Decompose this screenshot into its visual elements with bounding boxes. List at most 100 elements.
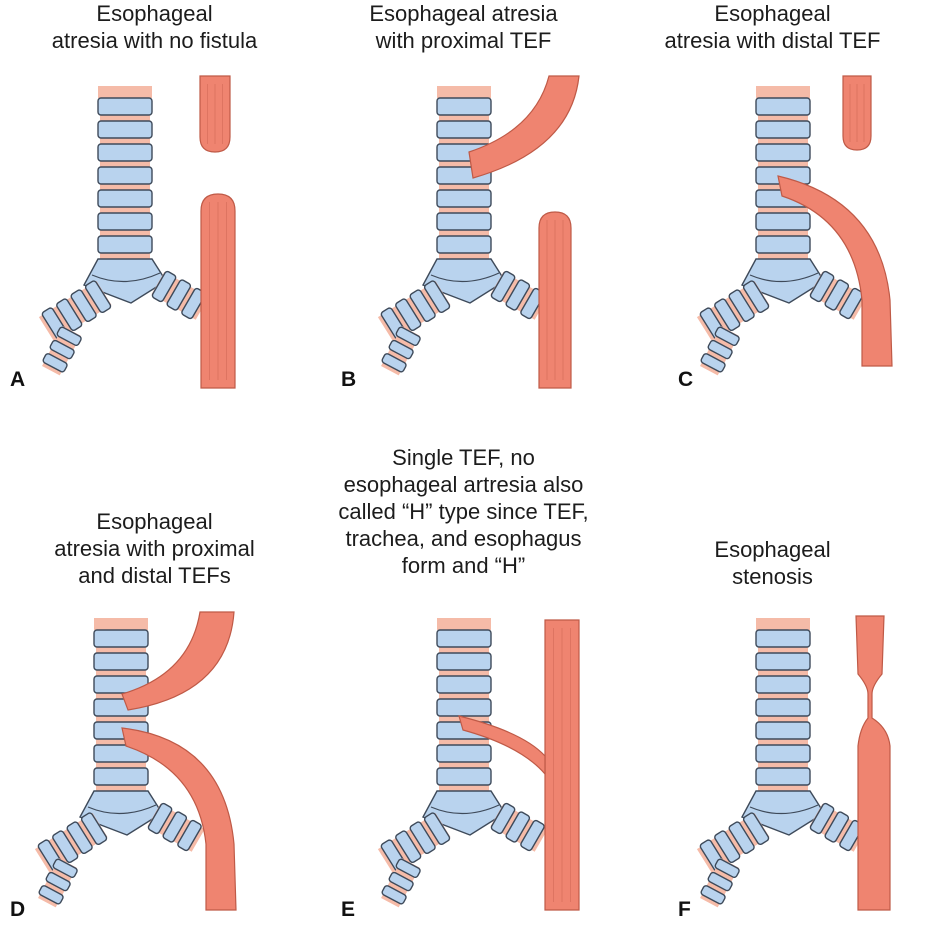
esophagus [468, 75, 580, 389]
carina-fold [91, 272, 161, 283]
cartilage-ring [42, 353, 68, 373]
panel-f: Esophageal stenosis F [618, 474, 927, 948]
cartilage-ring [93, 652, 149, 671]
cartilage-ring [436, 212, 492, 231]
cartilage-ring [824, 279, 850, 311]
cartilage-ring [824, 811, 850, 843]
cartilage-ring [755, 235, 811, 254]
cartilage-ring [97, 97, 153, 116]
cartilage-ring [809, 802, 835, 835]
diagram-stenosis [696, 615, 891, 911]
panel-title: Esophageal atresia with distal TEF [664, 1, 881, 53]
distal-fistula [121, 727, 237, 911]
cartilage-ring [714, 830, 741, 864]
cartilage-ring [381, 885, 407, 905]
carina-fold [430, 804, 500, 815]
cartilage-ring [56, 298, 83, 332]
cartilage-ring [755, 143, 811, 162]
panel-title: Esophageal stenosis [714, 537, 831, 589]
cartilage-ring [436, 97, 492, 116]
cartilage-ring [409, 821, 436, 855]
cartilage-ring [38, 885, 64, 905]
cartilage-ring [839, 287, 864, 320]
cartilage-ring [395, 298, 422, 332]
cartilage-ring [755, 97, 811, 116]
esophagus [121, 611, 237, 911]
trachea [696, 618, 867, 908]
bronchus [38, 858, 78, 908]
cartilage-ring [707, 339, 733, 360]
panel-title: Esophageal atresia with proximal TEF [369, 1, 558, 53]
cartilage-ring [505, 811, 531, 843]
carina-fold [430, 272, 500, 283]
panel-letter: F [678, 898, 691, 921]
cartilage-ring [97, 189, 153, 208]
panel-letter: E [341, 898, 356, 921]
trachea [377, 618, 548, 908]
cartilage-ring [755, 767, 811, 786]
cartilage-ring [166, 279, 192, 311]
cartilage-ring [700, 353, 726, 373]
esophagus [458, 619, 580, 911]
cartilage-ring [728, 821, 755, 855]
cartilage-ring [84, 280, 112, 314]
bronchus [696, 280, 770, 341]
cartilage-ring [714, 326, 740, 346]
bronchus [700, 858, 740, 908]
cartilage-ring [56, 326, 82, 346]
cartilage-ring [436, 767, 492, 786]
cartilage-ring [714, 858, 740, 878]
cartilage-ring [700, 885, 726, 905]
cartilage-ring [436, 120, 492, 139]
cartilage-ring [728, 289, 755, 323]
cartilage-ring [436, 652, 492, 671]
cartilage-ring [436, 629, 492, 648]
cartilage-ring [755, 698, 811, 717]
cartilage-ring [409, 289, 436, 323]
proximal-fistula [468, 75, 580, 179]
trachea [696, 86, 867, 376]
cartilage-ring [97, 212, 153, 231]
cartilage-ring [52, 858, 78, 878]
panel-b: Esophageal atresia with proximal TEF B [309, 0, 618, 474]
diagram-proximal-distal-tef [34, 611, 237, 911]
cartilage-ring [755, 744, 811, 763]
cartilage-ring [97, 120, 153, 139]
cartilage-ring [755, 675, 811, 694]
panel-letter: B [341, 368, 357, 391]
cartilage-ring [436, 189, 492, 208]
cartilage-ring [436, 744, 492, 763]
bronchus [147, 802, 205, 852]
bronchus [42, 326, 82, 376]
cartilage-ring [93, 629, 149, 648]
cartilage-ring [505, 279, 531, 311]
bronchus [381, 858, 421, 908]
cartilage-ring [436, 698, 492, 717]
cartilage-ring [755, 212, 811, 231]
bronchus [700, 326, 740, 376]
bronchus [381, 326, 421, 376]
bronchus [34, 812, 108, 873]
carina-fold [749, 272, 819, 283]
diagram-no-fistula [38, 75, 236, 389]
carina-fold [87, 804, 157, 815]
cartilage-ring [381, 353, 407, 373]
panel-letter: D [10, 898, 26, 921]
cartilage-ring [97, 235, 153, 254]
cartilage-ring [162, 811, 188, 843]
cartilage-ring [436, 235, 492, 254]
cartilage-ring [49, 339, 75, 360]
bronchus [809, 802, 867, 852]
cartilage-ring [395, 858, 421, 878]
cartilage-ring [490, 270, 516, 303]
cartilage-ring [423, 280, 451, 314]
cartilage-ring [177, 819, 202, 852]
cartilage-ring [388, 339, 414, 360]
trachea [38, 86, 209, 376]
cartilage-ring [436, 675, 492, 694]
distal-fistula [777, 175, 893, 367]
cartilage-ring [97, 166, 153, 185]
bronchus [809, 270, 867, 320]
cartilage-ring [755, 652, 811, 671]
cartilage-ring [151, 270, 177, 303]
